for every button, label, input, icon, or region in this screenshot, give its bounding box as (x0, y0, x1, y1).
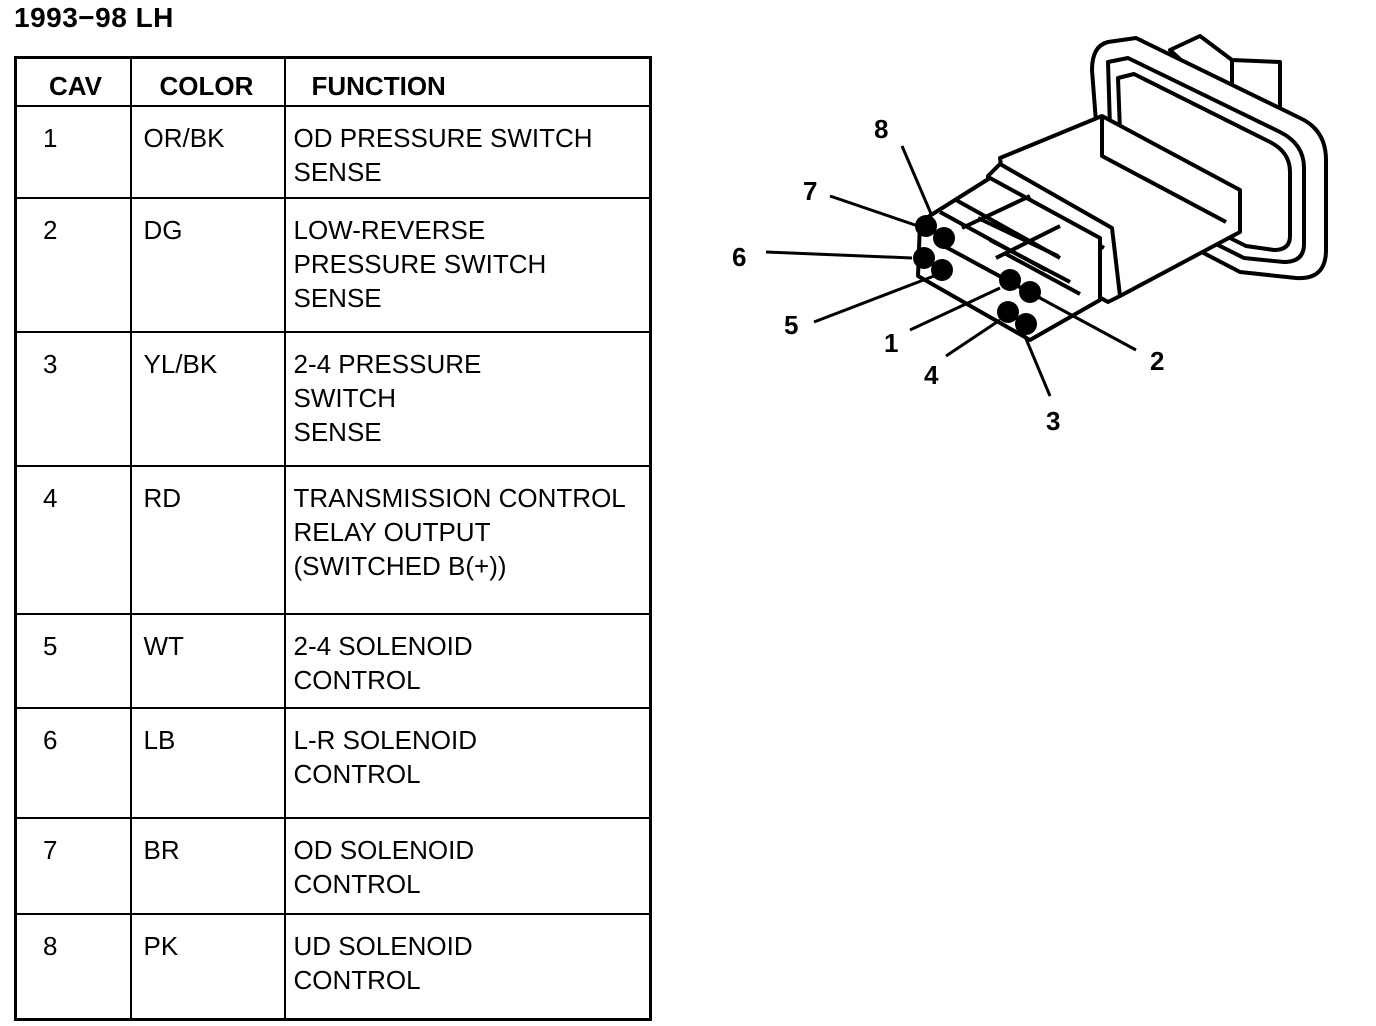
table-row: 2 DG LOW-REVERSE PRESSURE SWITCH SENSE (14, 196, 652, 333)
cell-color: RD (129, 464, 286, 615)
pin-label-5: 5 (784, 310, 798, 340)
cell-function: L-R SOLENOID CONTROL (283, 706, 652, 819)
cavity-dots (913, 215, 1041, 335)
connector-pinout-table: CAV COLOR FUNCTION 1 OR/BK OD PRESSURE S… (14, 56, 652, 1021)
cell-color: OR/BK (129, 104, 286, 199)
cavity-7 (933, 227, 955, 249)
table-header-row: CAV COLOR FUNCTION (14, 56, 652, 107)
cell-function: OD PRESSURE SWITCH SENSE (283, 104, 652, 199)
cell-cav: 1 (14, 104, 132, 199)
cell-color: BR (129, 816, 286, 915)
header-cav: CAV (14, 56, 132, 107)
cavity-5 (931, 259, 953, 281)
pin-label-1: 1 (884, 328, 898, 358)
table-row: 3 YL/BK 2-4 PRESSURE SWITCH SENSE (14, 330, 652, 467)
table-row: 4 RD TRANSMISSION CONTROL RELAY OUTPUT (… (14, 464, 652, 615)
cavity-6 (913, 247, 935, 269)
cell-color: LB (129, 706, 286, 819)
cell-cav: 4 (14, 464, 132, 615)
table-row: 5 WT 2-4 SOLENOID CONTROL (14, 612, 652, 709)
pin-label-2: 2 (1150, 346, 1164, 376)
cell-color: DG (129, 196, 286, 333)
cavity-8 (915, 215, 937, 237)
table-row: 6 LB L-R SOLENOID CONTROL (14, 706, 652, 819)
cell-cav: 8 (14, 912, 132, 1021)
table-row: 7 BR OD SOLENOID CONTROL (14, 816, 652, 915)
cavity-1 (999, 269, 1021, 291)
cell-function: UD SOLENOID CONTROL (283, 912, 652, 1021)
cell-color: PK (129, 912, 286, 1021)
cell-cav: 5 (14, 612, 132, 709)
connector-body (916, 34, 1328, 342)
cavity-3 (1015, 313, 1037, 335)
cell-function: LOW-REVERSE PRESSURE SWITCH SENSE (283, 196, 652, 333)
table-row: 8 PK UD SOLENOID CONTROL (14, 912, 652, 1021)
cell-function: TRANSMISSION CONTROL RELAY OUTPUT (SWITC… (283, 464, 652, 615)
cell-function: 2-4 SOLENOID CONTROL (283, 612, 652, 709)
header-function: FUNCTION (283, 56, 652, 107)
cell-function: OD SOLENOID CONTROL (283, 816, 652, 915)
pin-label-7: 7 (803, 176, 817, 206)
connector-diagram: 8 7 6 5 1 4 2 3 (732, 34, 1328, 436)
pin-label-3: 3 (1046, 406, 1060, 436)
cell-color: WT (129, 612, 286, 709)
pin-label-6: 6 (732, 242, 746, 272)
pin-label-4: 4 (924, 360, 939, 390)
cell-cav: 7 (14, 816, 132, 915)
cavity-2 (1019, 281, 1041, 303)
cell-color: YL/BK (129, 330, 286, 467)
header-color: COLOR (129, 56, 286, 107)
cell-cav: 2 (14, 196, 132, 333)
cell-cav: 6 (14, 706, 132, 819)
cell-cav: 3 (14, 330, 132, 467)
leader-lines (765, 145, 1137, 397)
table-row: 1 OR/BK OD PRESSURE SWITCH SENSE (14, 104, 652, 199)
page-title: 1993−98 LH (14, 2, 174, 33)
pin-label-8: 8 (874, 114, 888, 144)
cavity-4 (997, 301, 1019, 323)
cell-function: 2-4 PRESSURE SWITCH SENSE (283, 330, 652, 467)
